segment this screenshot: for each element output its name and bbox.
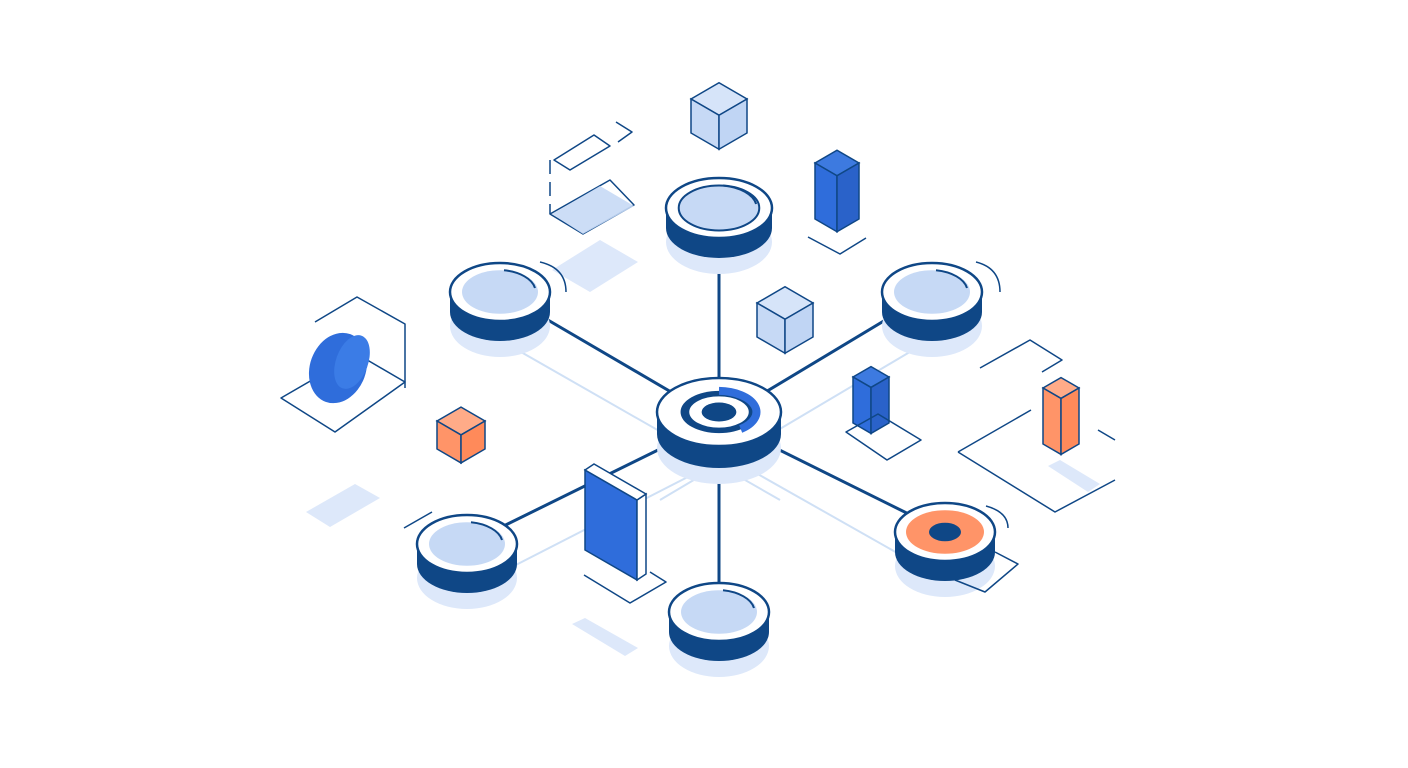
outline-shape: [807, 236, 867, 255]
node-top: [664, 176, 774, 274]
node-inner: [462, 270, 538, 314]
outline-shape: [957, 409, 1116, 513]
outline-shape: [583, 571, 667, 604]
blue-egg-highlight: [334, 335, 370, 389]
shadow-tile: [1048, 460, 1100, 492]
node-inner: [894, 270, 970, 314]
node-highlight-arc: [722, 184, 758, 205]
cube-left: [852, 375, 872, 435]
nodes-layer: [415, 176, 997, 677]
outline-shape: [954, 551, 1019, 593]
node-upper-right: [880, 261, 984, 357]
block-orange: [1041, 376, 1081, 456]
node-inner: [429, 522, 505, 566]
panel-fill: [552, 186, 634, 234]
node-highlight-arc: [722, 589, 755, 609]
target-core: [701, 402, 737, 422]
motion-arc: [539, 261, 567, 293]
cube-left: [814, 161, 838, 234]
book-top: [583, 463, 648, 501]
cube-right: [784, 301, 814, 355]
block-blue: [851, 365, 891, 435]
book-spine: [636, 492, 647, 582]
cube-right: [836, 161, 860, 234]
cube-right: [870, 375, 890, 435]
node-highlight-arc: [470, 521, 503, 541]
node-lower-right: [893, 501, 997, 597]
shadow-tile: [572, 618, 638, 656]
tower-blue: [813, 149, 861, 234]
hub-node: [655, 376, 783, 484]
motion-arc: [975, 261, 1001, 293]
node-inner: [677, 184, 761, 232]
node-highlight-arc: [503, 269, 536, 289]
outline-shape: [845, 413, 922, 461]
node-highlight-arc: [935, 269, 968, 289]
cube-top-light: [689, 81, 749, 151]
cube-left: [1042, 386, 1062, 456]
cube-right: [718, 97, 748, 151]
book-panel: [583, 463, 648, 582]
outline-shape: [979, 339, 1063, 373]
outline-shape: [1097, 429, 1116, 441]
floating-objects: [280, 81, 1116, 604]
shadow-tile: [306, 484, 380, 527]
cube-right: [1060, 386, 1080, 456]
outline-shape: [549, 179, 635, 235]
shadow-tile: [552, 240, 638, 292]
target-arc: [718, 386, 761, 433]
node-bottom: [667, 581, 771, 677]
node-core: [929, 522, 961, 542]
cube-center-light: [755, 285, 815, 355]
outline-shape: [314, 296, 406, 388]
outline-shape: [403, 511, 433, 529]
outline-shape: [553, 134, 611, 171]
node-inner: [681, 590, 757, 634]
node-lower-left: [415, 513, 519, 609]
node-upper-left: [448, 261, 552, 357]
cube-right: [460, 419, 486, 465]
outline-shape: [615, 121, 633, 143]
motion-arc: [985, 505, 1009, 529]
cube-orange-small: [435, 406, 487, 465]
